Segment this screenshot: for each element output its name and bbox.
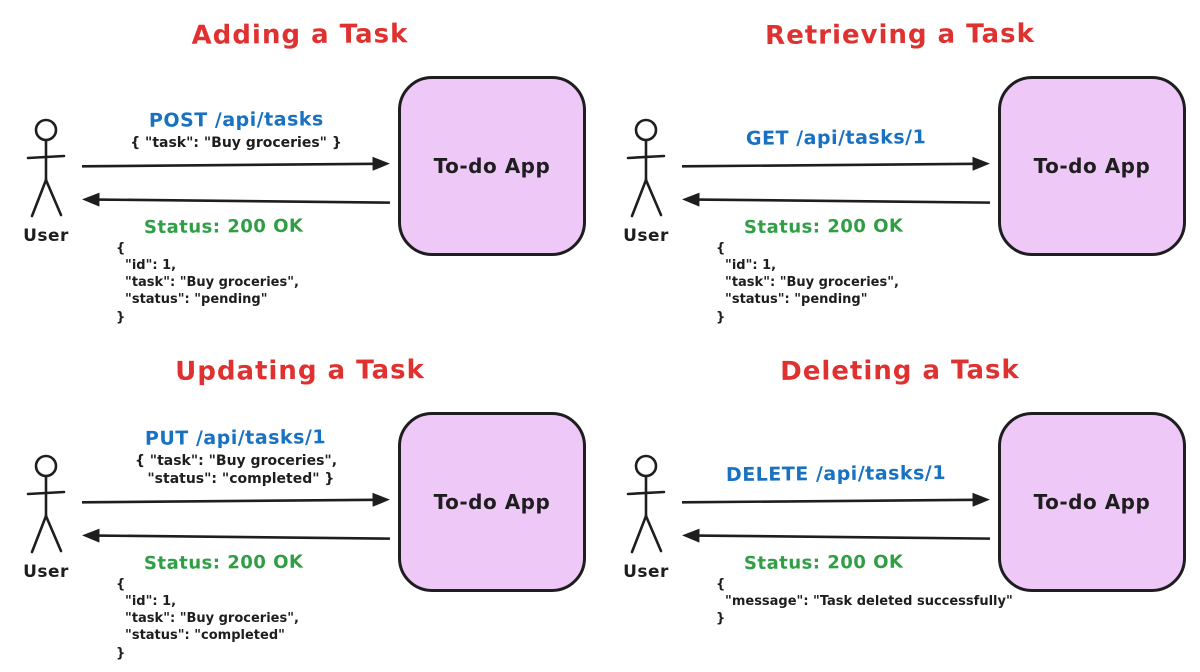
panel-updating-a-task: Updating a Task User PUT /api/tasks/1 { … — [0, 336, 600, 672]
app-box: To-do App — [998, 412, 1186, 592]
panel-title: Retrieving a Task — [765, 19, 1035, 51]
response-arrow-icon — [682, 192, 991, 207]
panel-retrieving-a-task: Retrieving a Task User GET /api/tasks/1 — [600, 0, 1200, 336]
actor: User — [614, 454, 678, 582]
panel-body: User PUT /api/tasks/1 { "task": "Buy gro… — [0, 386, 600, 662]
app-box: To-do App — [398, 412, 586, 592]
request-zone: GET /api/tasks/1 — [682, 80, 990, 152]
panel-adding-a-task: Adding a Task User POST /api/tasks { "ta… — [0, 0, 600, 336]
user-stick-figure-icon — [26, 454, 66, 554]
panel-deleting-a-task: Deleting a Task User DELETE /api/tasks/1 — [600, 336, 1200, 672]
request-zone: DELETE /api/tasks/1 — [682, 416, 990, 488]
message-flow: POST /api/tasks { "task": "Buy groceries… — [78, 74, 394, 326]
response-status: Status: 200 OK — [743, 215, 904, 239]
actor-label: User — [23, 226, 69, 246]
actor-label: User — [23, 562, 69, 582]
message-flow: DELETE /api/tasks/1 Status: 200 OK { "me… — [678, 410, 1013, 627]
response-arrow-icon — [82, 192, 391, 207]
request-body: { "task": "Buy groceries", "status": "co… — [134, 452, 338, 487]
user-stick-figure-icon — [26, 118, 66, 218]
app-box-label: To-do App — [1033, 154, 1151, 178]
request-arrow-icon — [681, 156, 990, 171]
request-label: GET /api/tasks/1 — [745, 126, 927, 150]
actor-label: User — [623, 562, 669, 582]
request-zone: POST /api/tasks { "task": "Buy groceries… — [82, 80, 390, 152]
request-label: DELETE /api/tasks/1 — [725, 462, 947, 486]
user-stick-figure-icon — [626, 454, 666, 554]
response-arrow-icon — [82, 528, 391, 543]
panel-title: Deleting a Task — [780, 355, 1020, 387]
request-label: POST /api/tasks — [148, 108, 324, 132]
response-body: { "id": 1, "task": "Buy groceries", "sta… — [716, 241, 899, 325]
panel-body: User DELETE /api/tasks/1 Status: 200 OK … — [600, 386, 1200, 627]
request-zone: PUT /api/tasks/1 { "task": "Buy grocerie… — [82, 416, 390, 488]
response-body: { "id": 1, "task": "Buy groceries", "sta… — [116, 241, 299, 325]
response-arrow-icon — [682, 528, 991, 543]
panel-title: Adding a Task — [191, 19, 409, 51]
request-arrow-icon — [81, 492, 390, 507]
panel-body: User POST /api/tasks { "task": "Buy groc… — [0, 50, 600, 326]
request-body: { "task": "Buy groceries" } — [130, 134, 342, 151]
response-status: Status: 200 OK — [143, 215, 304, 239]
user-stick-figure-icon — [626, 118, 666, 218]
panel-body: User GET /api/tasks/1 Status: 200 OK { "… — [600, 50, 1200, 326]
request-arrow-icon — [681, 492, 990, 507]
actor: User — [14, 454, 78, 582]
app-box-label: To-do App — [433, 154, 551, 178]
app-box-label: To-do App — [433, 490, 551, 514]
app-box-label: To-do App — [1033, 490, 1151, 514]
actor-label: User — [623, 226, 669, 246]
message-flow: PUT /api/tasks/1 { "task": "Buy grocerie… — [78, 410, 394, 662]
panel-title: Updating a Task — [175, 355, 425, 387]
app-box: To-do App — [998, 76, 1186, 256]
response-body: { "id": 1, "task": "Buy groceries", "sta… — [116, 577, 299, 661]
message-flow: GET /api/tasks/1 Status: 200 OK { "id": … — [678, 74, 994, 326]
actor: User — [614, 118, 678, 246]
response-body: { "message": "Task deleted successfully"… — [716, 577, 1013, 627]
request-label: PUT /api/tasks/1 — [145, 425, 327, 450]
app-box: To-do App — [398, 76, 586, 256]
response-status: Status: 200 OK — [743, 551, 904, 575]
actor: User — [14, 118, 78, 246]
request-arrow-icon — [81, 156, 390, 171]
response-status: Status: 200 OK — [143, 551, 304, 575]
